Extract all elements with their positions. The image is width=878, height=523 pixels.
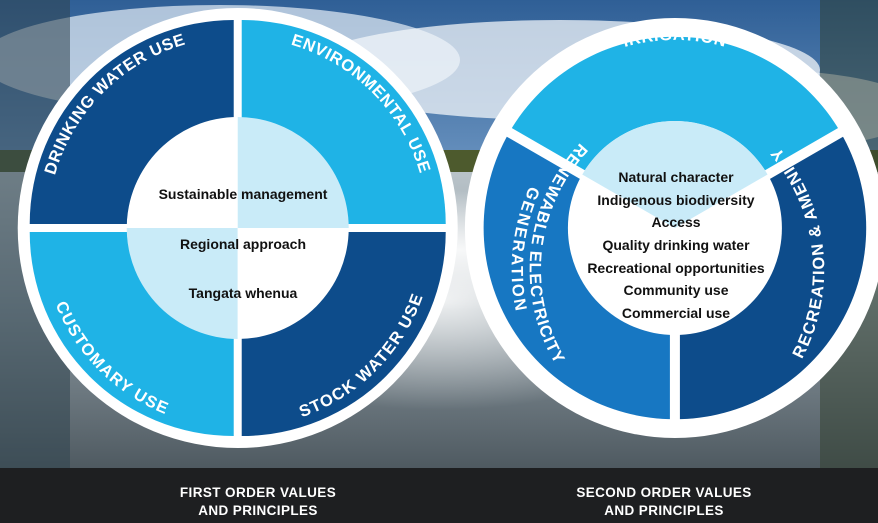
- inner-segment-bl: [126, 228, 238, 339]
- footer-bar: FIRST ORDER VALUES AND PRINCIPLES SECOND…: [0, 468, 878, 523]
- center-tangata-whenua: Tangata whenua: [189, 285, 298, 301]
- inner-segment-tl: [126, 117, 238, 228]
- center-recreational-opportunities: Recreational opportunities: [587, 260, 765, 276]
- center-sustainable-management: Sustainable management: [159, 186, 328, 202]
- second-inner-top: [582, 121, 768, 228]
- caption-first-order: FIRST ORDER VALUES AND PRINCIPLES: [78, 484, 438, 520]
- caption-second-order-line2: AND PRINCIPLES: [604, 503, 724, 518]
- caption-first-order-line2: AND PRINCIPLES: [198, 503, 318, 518]
- center-natural-character: Natural character: [618, 169, 734, 185]
- first-order-wheel: DRINKING WATER USE ENVIRONMENTAL USE CUS…: [17, 8, 458, 448]
- inner-segment-tr: [237, 117, 349, 228]
- caption-second-order-line1: SECOND ORDER VALUES: [576, 485, 752, 500]
- caption-first-order-line1: FIRST ORDER VALUES: [179, 485, 337, 500]
- center-commercial-use: Commercial use: [622, 305, 730, 321]
- center-regional-approach: Regional approach: [180, 236, 306, 252]
- caption-second-order: SECOND ORDER VALUES AND PRINCIPLES: [484, 484, 844, 520]
- center-community-use: Community use: [623, 282, 728, 298]
- second-order-wheel: IRRIGATION RENEWABLE ELECTRICITY GENERAT…: [464, 18, 878, 438]
- center-access: Access: [651, 214, 700, 230]
- inner-segment-br: [237, 228, 349, 339]
- center-quality-drinking-water: Quality drinking water: [602, 237, 750, 253]
- values-diagram: DRINKING WATER USE ENVIRONMENTAL USE CUS…: [17, 8, 878, 448]
- center-indigenous-biodiversity: Indigenous biodiversity: [597, 192, 754, 208]
